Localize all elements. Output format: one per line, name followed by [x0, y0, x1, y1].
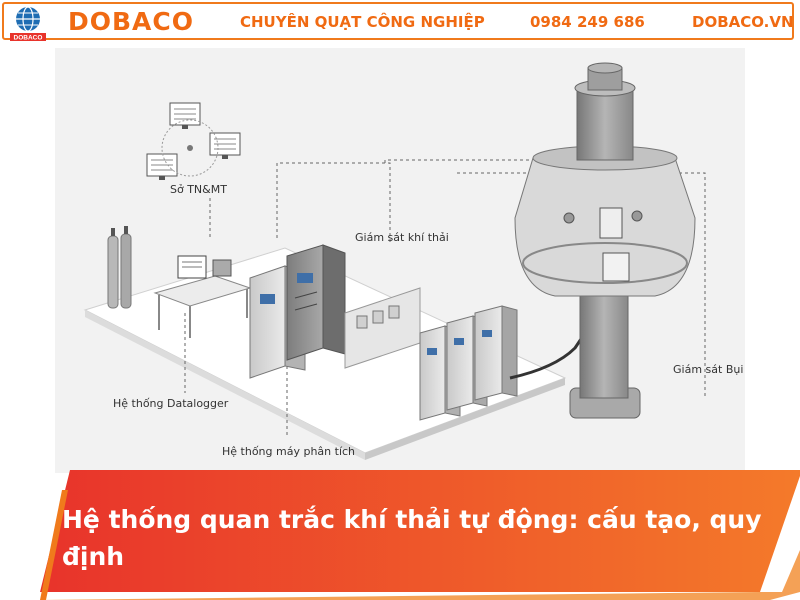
label-dust-monitor: Giám sát Bụi [673, 363, 744, 376]
gas-monitor-wall [344, 287, 421, 369]
department-computers-icon [146, 102, 241, 180]
label-datalogger: Hệ thống Datalogger [113, 397, 229, 410]
brand-name: DOBACO [68, 7, 195, 36]
phone-number[interactable]: 0984 249 686 [530, 13, 645, 31]
gas-cylinders-icon [107, 226, 132, 309]
label-analyzer: Hệ thống máy phân tích [222, 445, 356, 458]
cems-diagram [83, 62, 706, 460]
stack-chimney [514, 62, 696, 419]
header-frame [2, 2, 794, 40]
header-bar: DOBACO DOBACO CHUYÊN QUẠT CÔNG NGHIỆP 09… [0, 0, 800, 45]
label-department: Sở TN&MT [170, 183, 227, 196]
dobaco-logo[interactable]: DOBACO [8, 4, 48, 42]
datalogger-desk-icon [153, 255, 252, 338]
title-banner [40, 470, 800, 600]
logo-text: DOBACO [14, 35, 43, 42]
website-link[interactable]: DOBACO.VN [692, 13, 794, 31]
slogan: CHUYÊN QUẠT CÔNG NGHIỆP [240, 13, 485, 31]
sample-line [509, 263, 605, 380]
monitor-cabinets [419, 305, 518, 421]
label-gas-monitor: Giám sát khí thải [355, 231, 449, 244]
page-title: Hệ thống quan trắc khí thải tự động: cấu… [62, 505, 762, 571]
analyzer-cabinets [249, 244, 346, 379]
